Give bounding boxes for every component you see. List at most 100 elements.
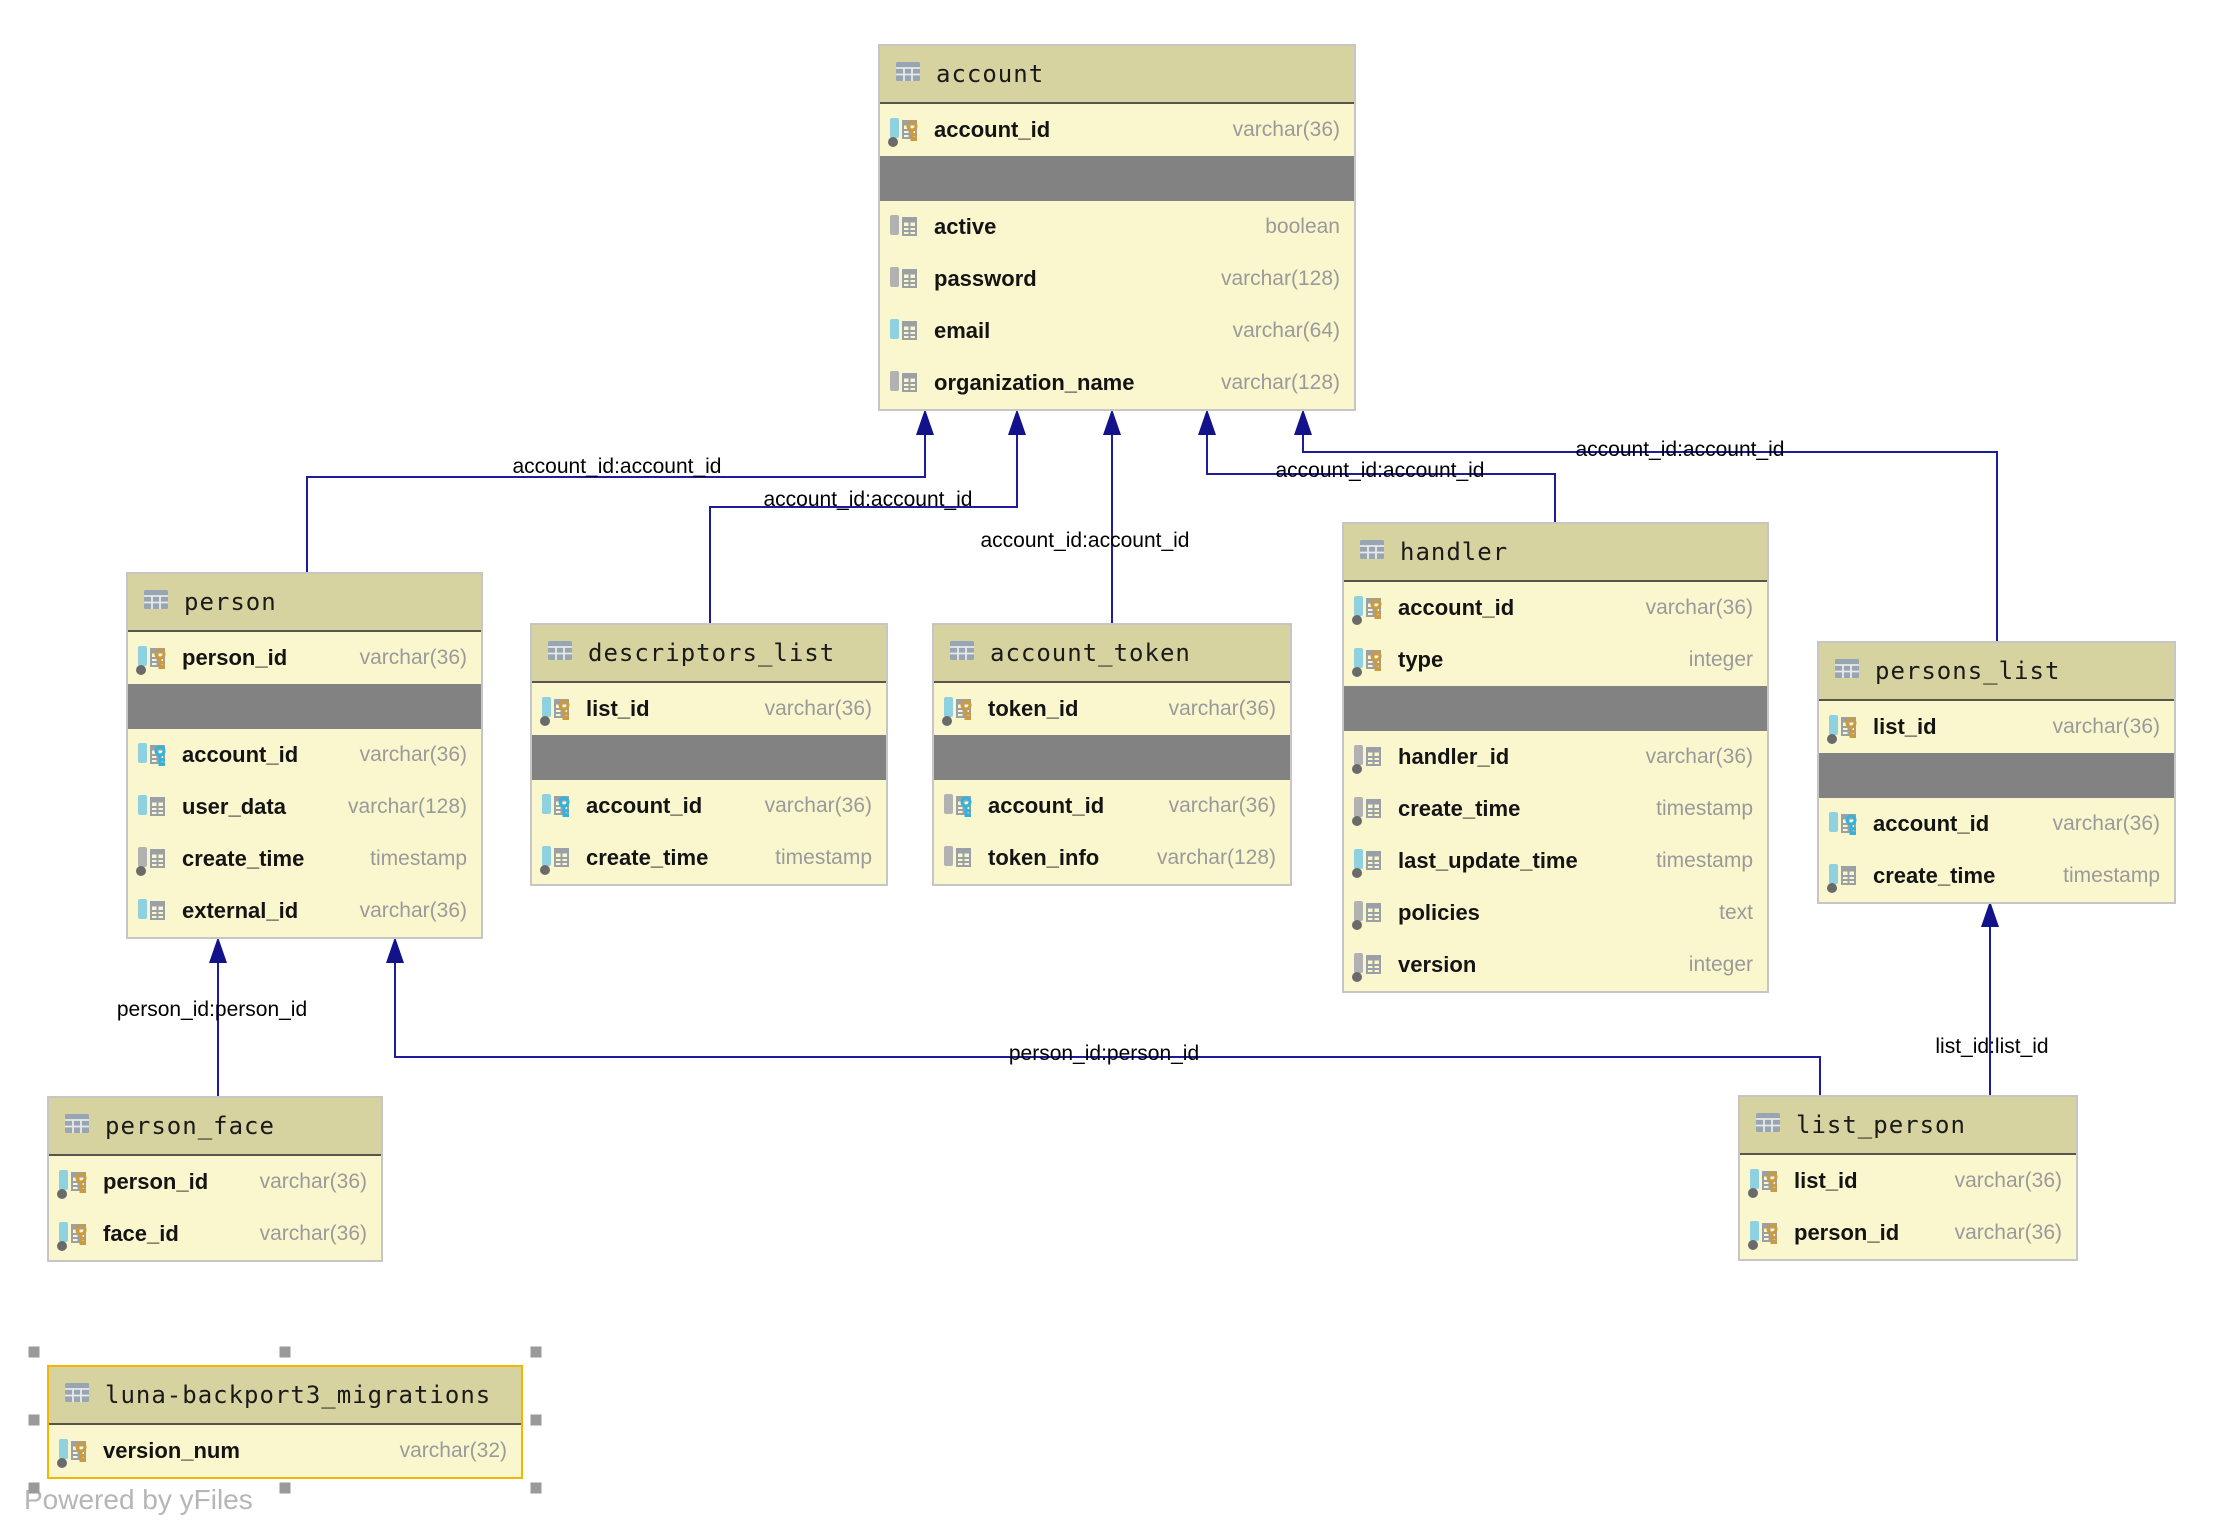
table-title: person_face xyxy=(105,1112,275,1140)
column-name: account_id xyxy=(586,793,703,818)
column-type: varchar(36) xyxy=(359,646,467,669)
table-title: list_person xyxy=(1796,1111,1966,1139)
primary-key-icon xyxy=(942,695,978,726)
column-name: create_time xyxy=(586,845,709,870)
primary-key-icon xyxy=(1352,594,1388,625)
table-icon xyxy=(1756,1113,1780,1137)
column-type: timestamp xyxy=(1656,849,1753,872)
column-icon xyxy=(138,897,172,925)
column-icon xyxy=(1827,862,1863,893)
table-icon xyxy=(1835,659,1859,683)
column-icon xyxy=(136,845,172,876)
selection-handle[interactable] xyxy=(279,1346,291,1358)
column-row: account_id varchar(36) xyxy=(532,780,886,832)
primary-key-icon xyxy=(136,644,172,675)
column-name: version_num xyxy=(103,1438,240,1463)
column-type: integer xyxy=(1688,648,1753,671)
selection-handle[interactable] xyxy=(530,1414,542,1426)
selection-handle[interactable] xyxy=(530,1482,542,1494)
column-type: timestamp xyxy=(370,847,467,870)
column-name: last_update_time xyxy=(1398,848,1578,873)
primary-key-icon xyxy=(1748,1167,1784,1198)
column-type: varchar(128) xyxy=(1156,846,1276,869)
column-name: user_data xyxy=(182,794,286,819)
column-name: list_id xyxy=(1873,714,1937,739)
selection-handle[interactable] xyxy=(28,1414,40,1426)
column-name: list_id xyxy=(1794,1168,1858,1193)
primary-key-icon xyxy=(1748,1219,1784,1250)
primary-key-icon xyxy=(57,1168,93,1199)
selection-handle[interactable] xyxy=(279,1482,291,1494)
column-type: timestamp xyxy=(775,846,872,869)
columns-overflow-separator xyxy=(1819,753,2174,798)
column-type: integer xyxy=(1688,953,1753,976)
relationship-edge-list_person-person[interactable] xyxy=(394,963,1821,1095)
column-name: face_id xyxy=(103,1221,179,1246)
table-icon xyxy=(1360,540,1384,564)
column-icon xyxy=(890,265,924,293)
relationship-edge-handler-account[interactable] xyxy=(1206,435,1556,522)
column-type: timestamp xyxy=(2063,864,2160,887)
column-type: varchar(128) xyxy=(347,795,467,818)
column-type: varchar(36) xyxy=(1168,697,1276,720)
relationship-edge-persons_list-account[interactable] xyxy=(1302,435,1998,641)
table-title: account xyxy=(936,60,1045,88)
selection-handle[interactable] xyxy=(530,1346,542,1358)
column-icon xyxy=(1352,899,1388,930)
selection-handle[interactable] xyxy=(28,1482,40,1494)
column-name: account_id xyxy=(934,117,1051,142)
column-name: list_id xyxy=(586,696,650,721)
relationship-edge-person-account[interactable] xyxy=(306,435,926,572)
table-title: person xyxy=(184,588,277,616)
column-name: organization_name xyxy=(934,370,1135,395)
table-icon xyxy=(950,641,974,665)
column-name: create_time xyxy=(1873,863,1996,888)
columns-overflow-separator xyxy=(532,735,886,780)
column-type: varchar(128) xyxy=(1220,267,1340,290)
column-row: last_update_time timestamp xyxy=(1344,835,1767,887)
relationship-arrowhead xyxy=(1198,409,1216,435)
relationship-edge-descriptors_list-account[interactable] xyxy=(709,435,1018,623)
column-type: varchar(36) xyxy=(1168,794,1276,817)
column-name: active xyxy=(934,214,997,239)
relationship-arrowhead xyxy=(1294,409,1312,435)
column-type: varchar(32) xyxy=(399,1439,507,1462)
column-type: timestamp xyxy=(1656,797,1753,820)
primary-key-icon xyxy=(888,116,924,147)
column-type: varchar(36) xyxy=(1645,596,1753,619)
table-title: persons_list xyxy=(1875,657,2061,685)
table-icon xyxy=(896,62,920,86)
foreign-key-icon xyxy=(944,792,978,820)
column-type: varchar(36) xyxy=(764,794,872,817)
column-type: varchar(128) xyxy=(1220,371,1340,394)
column-icon xyxy=(890,213,924,241)
table-header: person_face xyxy=(49,1098,381,1156)
primary-key-icon xyxy=(540,695,576,726)
column-name: type xyxy=(1398,647,1444,672)
selection-handle[interactable] xyxy=(28,1346,40,1358)
column-name: person_id xyxy=(1794,1220,1900,1245)
